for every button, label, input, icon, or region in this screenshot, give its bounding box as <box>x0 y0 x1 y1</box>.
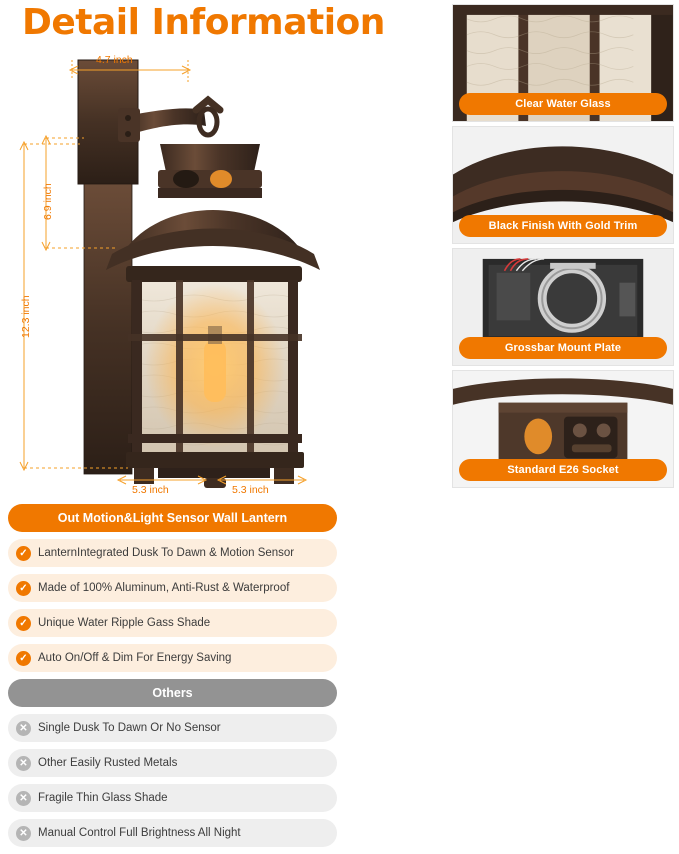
comparison-column-others: Others ✕ Single Dusk To Dawn Or No Senso… <box>8 679 337 854</box>
comparison-row-text: Fragile Thin Glass Shade <box>38 792 168 804</box>
comparison-row-others: ✕ Manual Control Full Brightness All Nig… <box>8 819 337 847</box>
comparison-row-ours: ✓ Unique Water Ripple Gass Shade <box>8 609 337 637</box>
comparison-header-ours: Out Motion&Light Sensor Wall Lantern <box>8 504 337 532</box>
dimension-guides <box>19 60 308 485</box>
thumbnail-caption: Clear Water Glass <box>459 93 667 115</box>
check-icon: ✓ <box>16 650 31 666</box>
comparison-row-text: Made of 100% Aluminum, Anti-Rust & Water… <box>38 582 290 594</box>
comparison-row-text: Auto On/Off & Dim For Energy Saving <box>38 652 232 664</box>
dim-width-top: 4.7 inch <box>96 54 133 66</box>
detail-information-page: Detail Information <box>8 2 674 847</box>
comparison-row-text: Other Easily Rusted Metals <box>38 757 178 769</box>
comparison-row-text: Single Dusk To Dawn Or No Sensor <box>38 722 221 734</box>
wall-lantern-illustration <box>77 59 320 488</box>
check-icon: ✓ <box>16 545 31 561</box>
thumbnail-caption: Black Finish With Gold Trim <box>459 215 667 237</box>
dim-height-total: 12.3 inch <box>20 295 32 338</box>
cross-icon: ✕ <box>16 825 31 841</box>
dim-bottom-left: 5.3 inch <box>132 484 169 496</box>
comparison-row-others: ✕ Other Easily Rusted Metals <box>8 749 337 777</box>
dim-height-body: 6.9 inch <box>42 183 54 220</box>
product-dimension-panel: 4.7 inch 6.9 inch 12.3 inch 5.3 inch 5.3… <box>8 48 440 496</box>
comparison-header-others: Others <box>8 679 337 707</box>
thumbnail-grossbar-mount-plate[interactable]: Grossbar Mount Plate <box>452 248 674 366</box>
thumbnail-clear-water-glass[interactable]: Clear Water Glass <box>452 4 674 122</box>
comparison-row-text: LanternIntegrated Dusk To Dawn & Motion … <box>38 547 295 559</box>
dim-bottom-right: 5.3 inch <box>232 484 269 496</box>
comparison-row-others: ✕ Fragile Thin Glass Shade <box>8 784 337 812</box>
cross-icon: ✕ <box>16 755 31 771</box>
comparison-row-text: Unique Water Ripple Gass Shade <box>38 617 211 629</box>
cross-icon: ✕ <box>16 790 31 806</box>
comparison-row-text: Manual Control Full Brightness All Night <box>38 827 241 839</box>
comparison-table: Out Motion&Light Sensor Wall Lantern ✓ L… <box>8 504 671 854</box>
comparison-row-ours: ✓ Auto On/Off & Dim For Energy Saving <box>8 644 337 672</box>
thumbnail-caption: Standard E26 Socket <box>459 459 667 481</box>
comparison-row-ours: ✓ LanternIntegrated Dusk To Dawn & Motio… <box>8 539 337 567</box>
cross-icon: ✕ <box>16 720 31 736</box>
comparison-column-ours: Out Motion&Light Sensor Wall Lantern ✓ L… <box>8 504 337 679</box>
feature-thumbnail-list: Clear Water Glass Black Finish With Gold… <box>452 4 674 492</box>
check-icon: ✓ <box>16 615 31 631</box>
thumbnail-standard-e26-socket[interactable]: Standard E26 Socket <box>452 370 674 488</box>
comparison-row-others: ✕ Single Dusk To Dawn Or No Sensor <box>8 714 337 742</box>
thumbnail-black-finish-gold-trim[interactable]: Black Finish With Gold Trim <box>452 126 674 244</box>
comparison-row-ours: ✓ Made of 100% Aluminum, Anti-Rust & Wat… <box>8 574 337 602</box>
thumbnail-caption: Grossbar Mount Plate <box>459 337 667 359</box>
page-title: Detail Information <box>22 2 385 43</box>
check-icon: ✓ <box>16 580 31 596</box>
